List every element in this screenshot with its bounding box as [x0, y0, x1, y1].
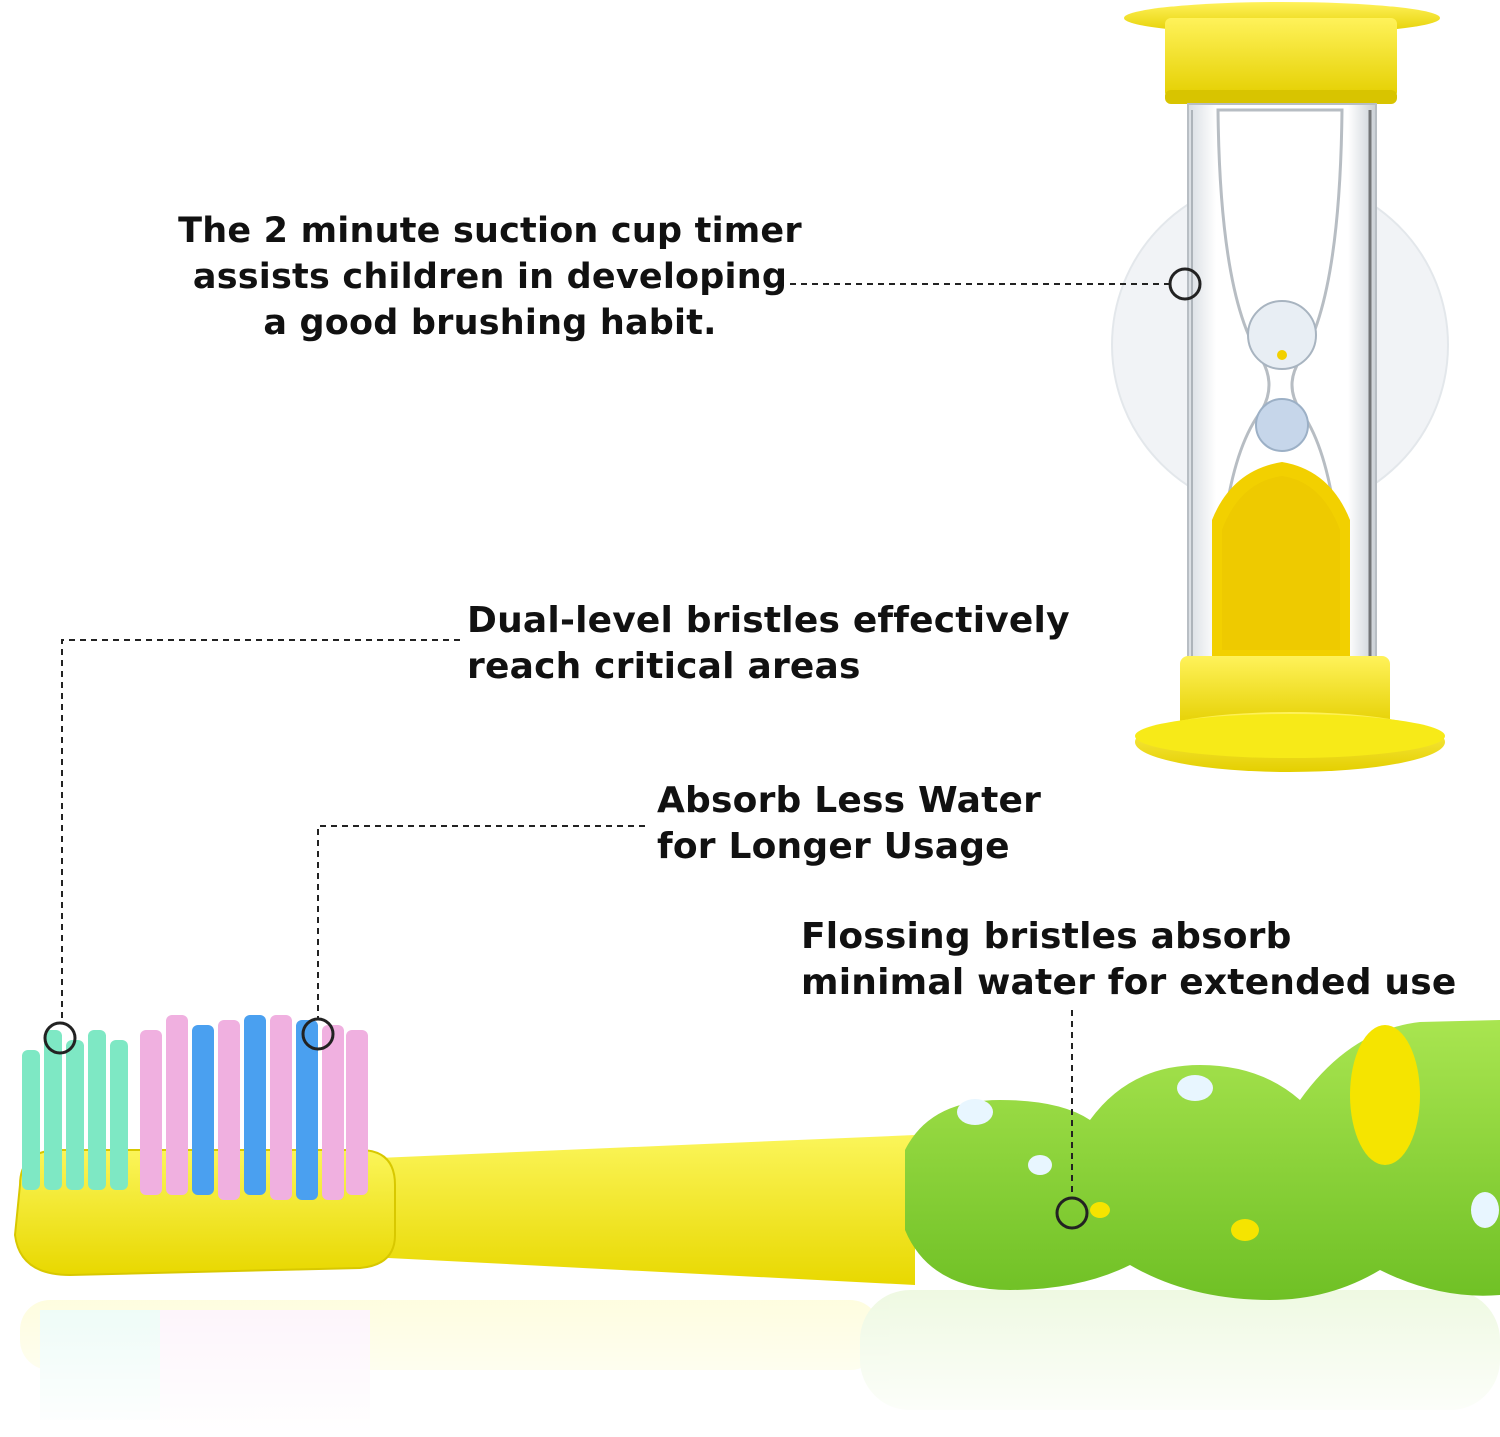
callout-line: The 2 minute suction cup timer — [178, 211, 802, 251]
callout-absorb-text: Absorb Less Water for Longer Usage — [657, 778, 1041, 870]
callout-dual-level-text: Dual-level bristles effectively reach cr… — [467, 598, 1070, 690]
callout-line: Dual-level bristles effectively — [467, 600, 1070, 641]
callout-timer-text: The 2 minute suction cup timer assists c… — [150, 208, 830, 346]
callout-line: a good brushing habit. — [263, 303, 717, 343]
callout-line: Flossing bristles absorb — [801, 916, 1292, 957]
callout-line: minimal water for extended use — [801, 962, 1457, 1003]
callout-flossing-text: Flossing bristles absorb minimal water f… — [801, 914, 1457, 1006]
hourglass-timer-icon — [1111, 2, 1449, 772]
callout-line: assists children in developing — [192, 257, 788, 297]
toothbrush-icon — [13, 1015, 1500, 1300]
callout-marker-icon — [43, 267, 1202, 1230]
callout-line: for Longer Usage — [657, 826, 1010, 867]
callout-line: Absorb Less Water — [657, 780, 1042, 821]
callout-line: reach critical areas — [467, 646, 861, 687]
callout-lines — [61, 283, 1170, 1197]
